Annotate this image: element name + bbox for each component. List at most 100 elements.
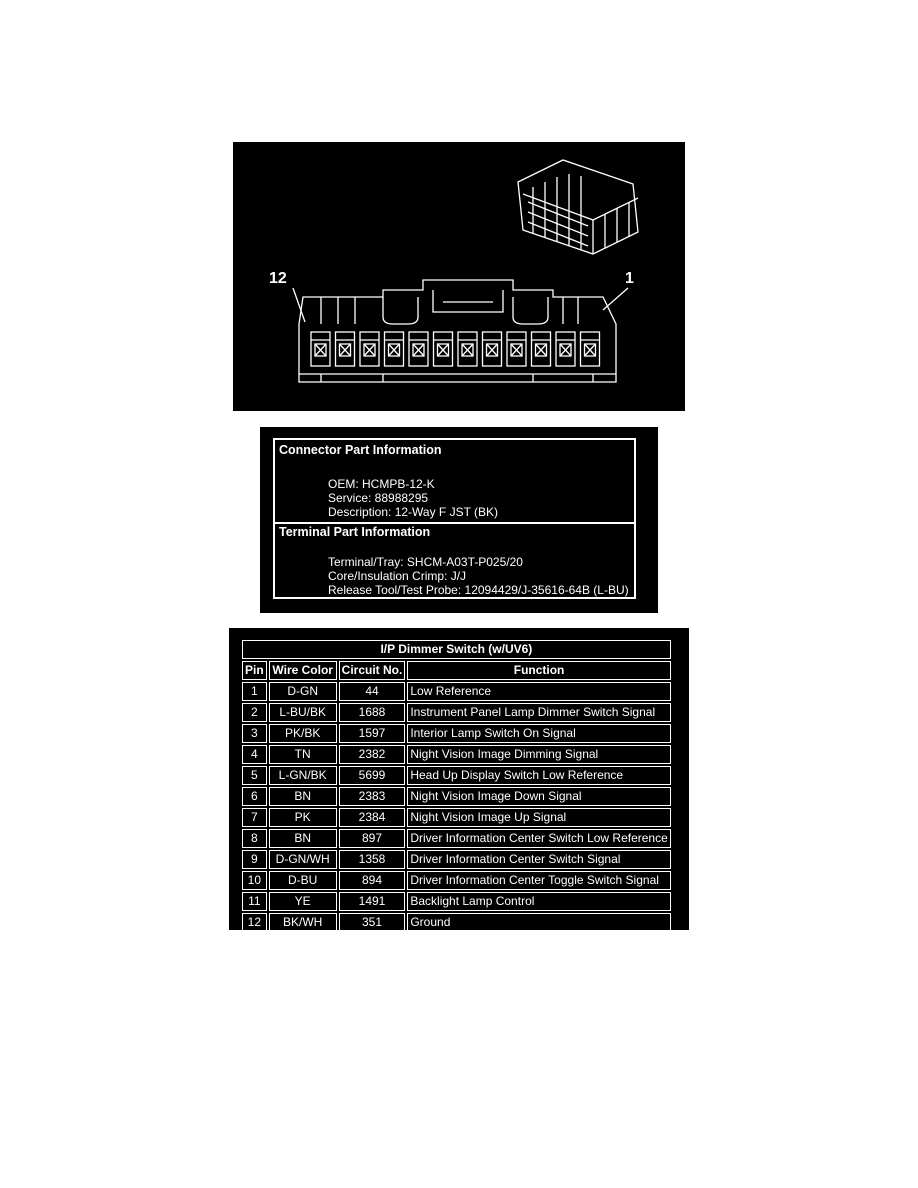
circuit-number: 2384	[338, 808, 406, 827]
pin-cavity	[481, 331, 503, 367]
pin-function: Driver Information Center Switch Low Ref…	[407, 829, 671, 848]
wire-color: TN	[268, 745, 337, 764]
table-title: I/P Dimmer Switch (w/UV6)	[242, 640, 671, 659]
pin-label-1: 1	[625, 270, 634, 287]
wire-color: L-BU/BK	[268, 703, 337, 722]
pin-label-12: 12	[269, 270, 287, 287]
connector-part-heading: Connector Part Information	[279, 443, 442, 457]
circuit-number: 44	[338, 682, 406, 701]
connector-oem: OEM: HCMPB-12-K	[328, 477, 435, 491]
pin-function: Head Up Display Switch Low Reference	[407, 766, 671, 785]
pin-cavity	[506, 331, 527, 367]
connector-illustration: 12 1	[233, 142, 685, 411]
wire-color: PK/BK	[268, 724, 337, 743]
pin-number: 9	[242, 850, 267, 869]
pin-number: 2	[242, 703, 267, 722]
pin-function: Driver Information Center Toggle Switch …	[407, 871, 671, 890]
part-information-panel: Connector Part Information OEM: HCMPB-12…	[260, 427, 658, 613]
pin-function: Low Reference	[407, 682, 671, 701]
circuit-number: 1597	[338, 724, 406, 743]
table-title-row: I/P Dimmer Switch (w/UV6)	[242, 640, 671, 659]
terminal-release-tool: Release Tool/Test Probe: 12094429/J-3561…	[328, 583, 629, 597]
connector-service: Service: 88988295	[328, 491, 429, 505]
pin-cavity	[579, 331, 601, 367]
pin-cavity	[334, 331, 356, 367]
connector-description: Description: 12-Way F JST (BK)	[328, 505, 499, 519]
wire-color: BN	[268, 829, 337, 848]
pin-function: Driver Information Center Switch Signal	[407, 850, 671, 869]
wire-color: YE	[268, 892, 337, 911]
pin-number: 10	[242, 871, 267, 890]
circuit-number: 351	[338, 913, 406, 932]
pin-number: 7	[242, 808, 267, 827]
pin-number: 12	[242, 913, 267, 932]
table-header-row: Pin Wire Color Circuit No. Function	[242, 661, 671, 680]
pin-number: 6	[242, 787, 267, 806]
circuit-number: 1688	[338, 703, 406, 722]
connector-front-view	[298, 279, 617, 383]
wire-color: BK/WH	[268, 913, 337, 932]
header-pin: Pin	[242, 661, 267, 680]
pin-function: Night Vision Image Down Signal	[407, 787, 671, 806]
circuit-number: 1491	[338, 892, 406, 911]
wire-color: L-GN/BK	[268, 766, 337, 785]
pin-function: Instrument Panel Lamp Dimmer Switch Sign…	[407, 703, 671, 722]
circuit-number: 2382	[338, 745, 406, 764]
terminal-crimp: Core/Insulation Crimp: J/J	[328, 569, 467, 583]
pin-cavity	[457, 331, 478, 367]
pinout-table: I/P Dimmer Switch (w/UV6) Pin Wire Color…	[240, 638, 673, 934]
circuit-number: 894	[338, 871, 406, 890]
header-function: Function	[407, 661, 671, 680]
terminal-part-information: Terminal Part Information Terminal/Tray:…	[275, 522, 634, 599]
pin-number: 4	[242, 745, 267, 764]
pin-cavity	[555, 331, 576, 367]
pin-function: Ground	[407, 913, 671, 932]
header-circuit-no: Circuit No.	[338, 661, 406, 680]
pin-cavity	[383, 331, 405, 367]
pin-function: Backlight Lamp Control	[407, 892, 671, 911]
pin-cavities	[310, 331, 601, 367]
pin-number: 8	[242, 829, 267, 848]
header-wire-color: Wire Color	[268, 661, 337, 680]
pin-function: Night Vision Image Up Signal	[407, 808, 671, 827]
pin-cavity	[432, 331, 454, 367]
wire-color: D-GN	[268, 682, 337, 701]
pin-cavity	[530, 331, 552, 367]
connector-drawing	[292, 159, 639, 383]
connector-iso-view	[517, 159, 639, 255]
circuit-number: 1358	[338, 850, 406, 869]
circuit-number: 5699	[338, 766, 406, 785]
pin-cavity	[359, 331, 380, 367]
wire-color: D-GN/WH	[268, 850, 337, 869]
pin-number: 5	[242, 766, 267, 785]
terminal-part-heading: Terminal Part Information	[279, 525, 431, 539]
wire-color: PK	[268, 808, 337, 827]
pin-cavity	[310, 331, 331, 367]
pin-number: 3	[242, 724, 267, 743]
pinout-table-panel: I/P Dimmer Switch (w/UV6) Pin Wire Color…	[229, 628, 689, 932]
circuit-number: 897	[338, 829, 406, 848]
pin-number: 1	[242, 682, 267, 701]
wire-color: BN	[268, 787, 337, 806]
pin-function: Night Vision Image Dimming Signal	[407, 745, 671, 764]
wire-color: D-BU	[268, 871, 337, 890]
circuit-number: 2383	[338, 787, 406, 806]
part-information-box: Connector Part Information OEM: HCMPB-12…	[273, 438, 636, 599]
terminal-tray: Terminal/Tray: SHCM-A03T-P025/20	[328, 555, 523, 569]
pin-number: 11	[242, 892, 267, 911]
pin-function: Interior Lamp Switch On Signal	[407, 724, 671, 743]
pin-cavity	[408, 331, 429, 367]
